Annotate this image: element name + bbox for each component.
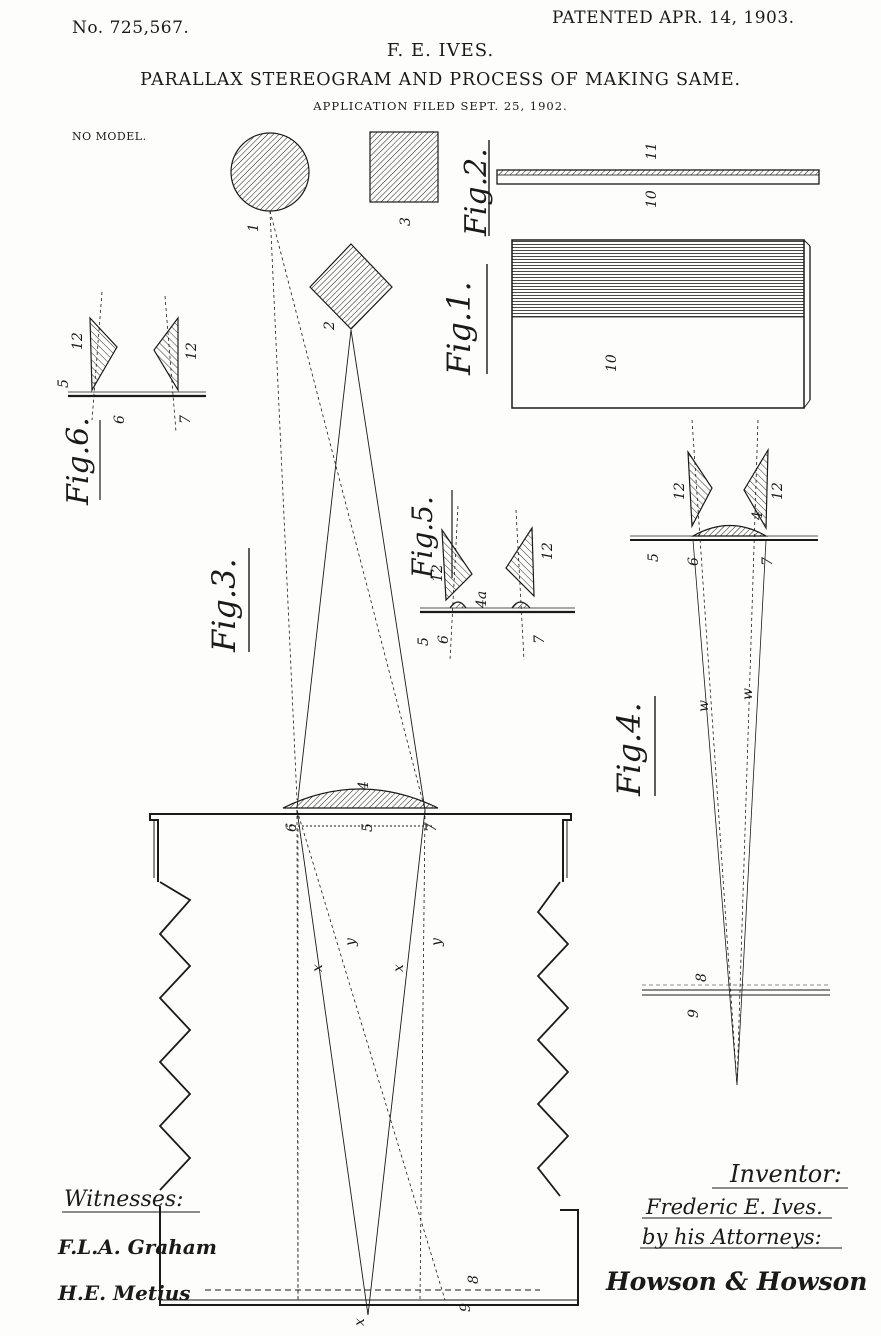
- fig5-drawing: [420, 505, 575, 661]
- fig4-drawing: [630, 419, 830, 1086]
- ray-x-3: x: [352, 1318, 368, 1326]
- object-diamond-2: [309, 243, 393, 330]
- ref-7: 7: [424, 823, 440, 832]
- ref-4-fig4: 4: [750, 511, 766, 521]
- ref-2: 2: [322, 321, 338, 331]
- ref-12-fig5a: 12: [430, 564, 446, 582]
- bellows-left: [158, 881, 192, 1191]
- fig6-label: Fig.6.: [61, 417, 96, 506]
- ref-6-fig6: 6: [112, 415, 128, 424]
- fig1-label: Fig.1.: [440, 281, 478, 376]
- ray-x-1: x: [310, 964, 326, 972]
- ref-12-fig5b: 12: [540, 542, 556, 560]
- object-circle-1: [230, 132, 310, 212]
- ray-y-1: y: [343, 937, 359, 947]
- inventor-name: F. E. IVES.: [386, 40, 495, 61]
- ref-1: 1: [246, 223, 262, 232]
- fig5-label: Fig.5.: [406, 496, 439, 579]
- ref-5: 5: [360, 823, 376, 832]
- ref-11: 11: [644, 142, 660, 160]
- fig2-drawing: [496, 169, 820, 185]
- ref-7-fig6: 7: [178, 415, 194, 424]
- ray-w-2: w: [740, 688, 756, 700]
- fig1-drawing: [511, 239, 811, 409]
- patent-date: PATENTED APR. 14, 1903.: [552, 8, 795, 28]
- filing-date: APPLICATION FILED SEPT. 25, 1902.: [313, 99, 568, 113]
- ref-5-fig4: 5: [646, 553, 662, 562]
- attorneys-signature: Howson & Howson: [605, 1267, 867, 1296]
- ref-6-fig4: 6: [686, 557, 702, 566]
- ref-5-fig5: 5: [416, 637, 432, 646]
- fig6-drawing: [68, 291, 206, 433]
- object-square-3: [369, 131, 439, 203]
- ref-12-fig6a: 12: [70, 332, 86, 350]
- ref-12-fig4a: 12: [672, 482, 688, 500]
- ref-9-fig4: 9: [686, 1009, 702, 1018]
- witness-signature-1: F.L.A. Graham: [57, 1235, 217, 1259]
- ref-9-fig3: 9: [458, 1303, 474, 1312]
- inventor-label: Inventor:: [729, 1160, 842, 1188]
- ref-4a-fig5: 4a: [474, 591, 490, 609]
- witness-signature-2: H.E. Metius: [57, 1281, 191, 1305]
- model-note: NO MODEL.: [72, 130, 147, 143]
- fig2-label: Fig.2.: [459, 148, 494, 237]
- ref-8-fig3: 8: [466, 1275, 482, 1284]
- ref-6-fig5: 6: [436, 635, 452, 644]
- ref-5-fig6: 5: [56, 379, 72, 388]
- ref-12-fig4b: 12: [770, 482, 786, 500]
- fig3-label: Fig.3.: [205, 558, 243, 653]
- ref-4: 4: [356, 781, 372, 791]
- ray-y-2: y: [429, 937, 445, 947]
- lens-4: [282, 788, 439, 809]
- patent-number: No. 725,567.: [72, 18, 190, 38]
- ref-6: 6: [284, 823, 300, 832]
- ref-7-fig4: 7: [760, 557, 776, 566]
- ray-w-1: w: [696, 700, 712, 712]
- fig3-drawing: [149, 131, 579, 1316]
- attorneys-label: by his Attorneys:: [642, 1225, 822, 1249]
- ray-x-2: x: [391, 964, 407, 972]
- fig4-label: Fig.4.: [610, 702, 648, 797]
- patent-title: PARALLAX STEREOGRAM AND PROCESS OF MAKIN…: [140, 70, 741, 90]
- ref-7-fig5: 7: [532, 635, 548, 644]
- ref-10-fig2: 10: [644, 190, 660, 208]
- witnesses-label: Witnesses:: [64, 1187, 184, 1212]
- inventor-signature: Frederic E. Ives.: [645, 1195, 823, 1219]
- ref-10-fig1: 10: [604, 354, 620, 372]
- ref-3: 3: [398, 217, 414, 226]
- ref-8-fig4: 8: [694, 973, 710, 982]
- bellows-right: [536, 881, 570, 1197]
- ref-12-fig6b: 12: [184, 342, 200, 360]
